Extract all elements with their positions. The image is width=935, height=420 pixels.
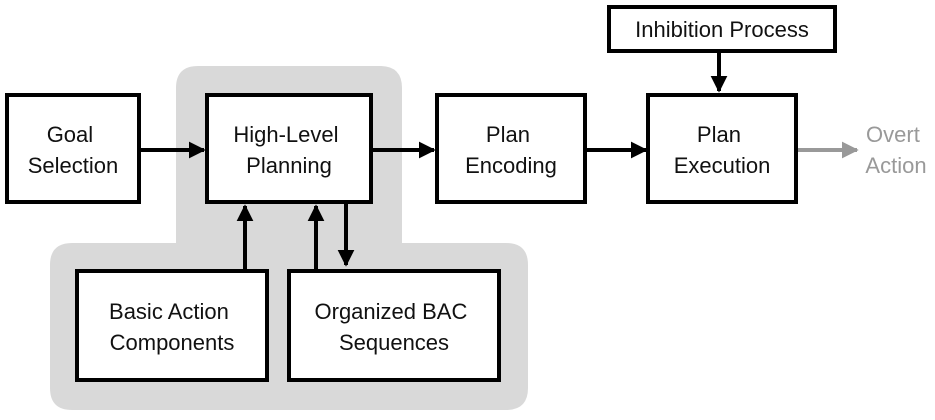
overt-action-label-1: Overt — [866, 122, 920, 147]
organized-bac-sequences-label-2: Sequences — [339, 330, 449, 355]
plan-encoding-label-1: Plan — [486, 122, 530, 147]
basic-action-components-box: Basic Action Components — [75, 269, 269, 382]
plan-encoding-box: Plan Encoding — [435, 93, 587, 204]
svg-text:Basic Action Component: Basic Action Components — [109, 299, 235, 355]
plan-execution-box: Plan Execution — [646, 93, 798, 204]
plan-encoding-label-2: Encoding — [465, 153, 557, 178]
inhibition-process-box: Inhibition Process — [607, 5, 837, 53]
plan-execution-label-1: Plan — [697, 122, 741, 147]
goal-selection-label-2: Selection — [28, 153, 119, 178]
overt-action-output: Overt Action — [865, 122, 926, 178]
overt-action-label-2: Action — [865, 153, 926, 178]
high-level-planning-box: High-Level Planning — [205, 93, 373, 204]
inhibition-process-label: Inhibition Process — [635, 17, 809, 42]
svg-text:Organized BAC Sequence: Organized BAC Sequences — [315, 299, 474, 355]
organized-bac-sequences-box: Organized BAC Sequences — [287, 269, 501, 382]
basic-action-components-label-1: Basic Action — [109, 299, 229, 324]
high-level-planning-label-2: Planning — [246, 153, 332, 178]
goal-selection-box: Goal Selection — [5, 93, 141, 204]
svg-text:High-Level Planning: High-Level Planning — [233, 122, 344, 178]
svg-text:Goal Selection: Goal Selection — [28, 122, 119, 178]
svg-text:Plan Execution: Plan Execution — [674, 122, 771, 178]
basic-action-components-label-2: Components — [110, 330, 235, 355]
high-level-planning-label-1: High-Level — [233, 122, 338, 147]
plan-execution-label-2: Execution — [674, 153, 771, 178]
goal-selection-label-1: Goal — [47, 122, 93, 147]
organized-bac-sequences-label-1: Organized BAC — [315, 299, 468, 324]
svg-text:Plan Encoding: Plan Encoding — [465, 122, 557, 178]
svg-text:Overt Action: Overt Action — [865, 122, 926, 178]
